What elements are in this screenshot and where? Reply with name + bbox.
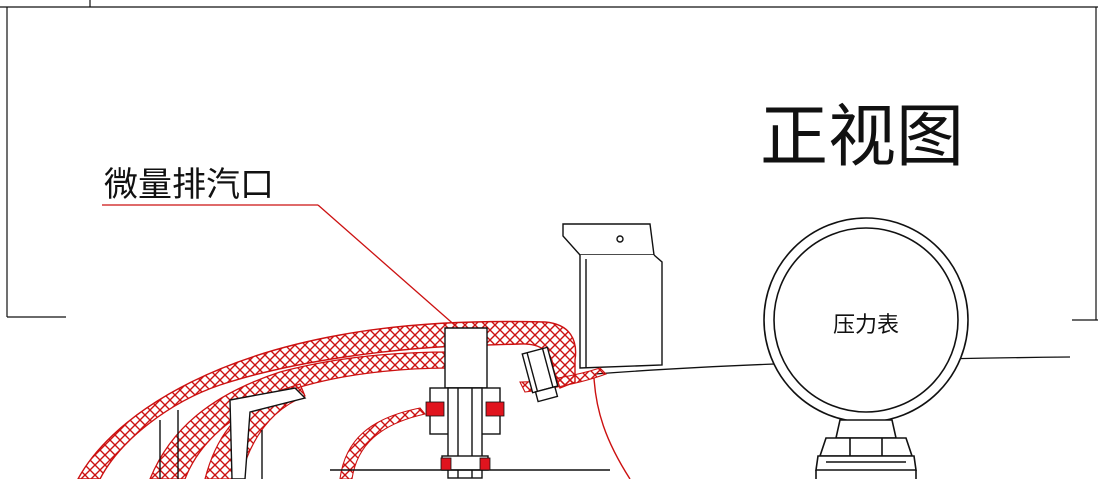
handle-bracket bbox=[562, 223, 663, 369]
pressure-gauge bbox=[763, 217, 969, 479]
seal-rings bbox=[425, 401, 505, 471]
lid-section bbox=[77, 320, 631, 479]
vent-label: 微量排汽口 bbox=[104, 165, 274, 205]
view-title: 正视图 bbox=[760, 98, 964, 177]
lid-hardware bbox=[159, 327, 610, 479]
drawing-frame bbox=[0, 0, 1098, 321]
gauge-label: 压力表 bbox=[833, 313, 899, 338]
bracket-hole-icon bbox=[616, 235, 624, 243]
vent-leader bbox=[102, 204, 459, 329]
